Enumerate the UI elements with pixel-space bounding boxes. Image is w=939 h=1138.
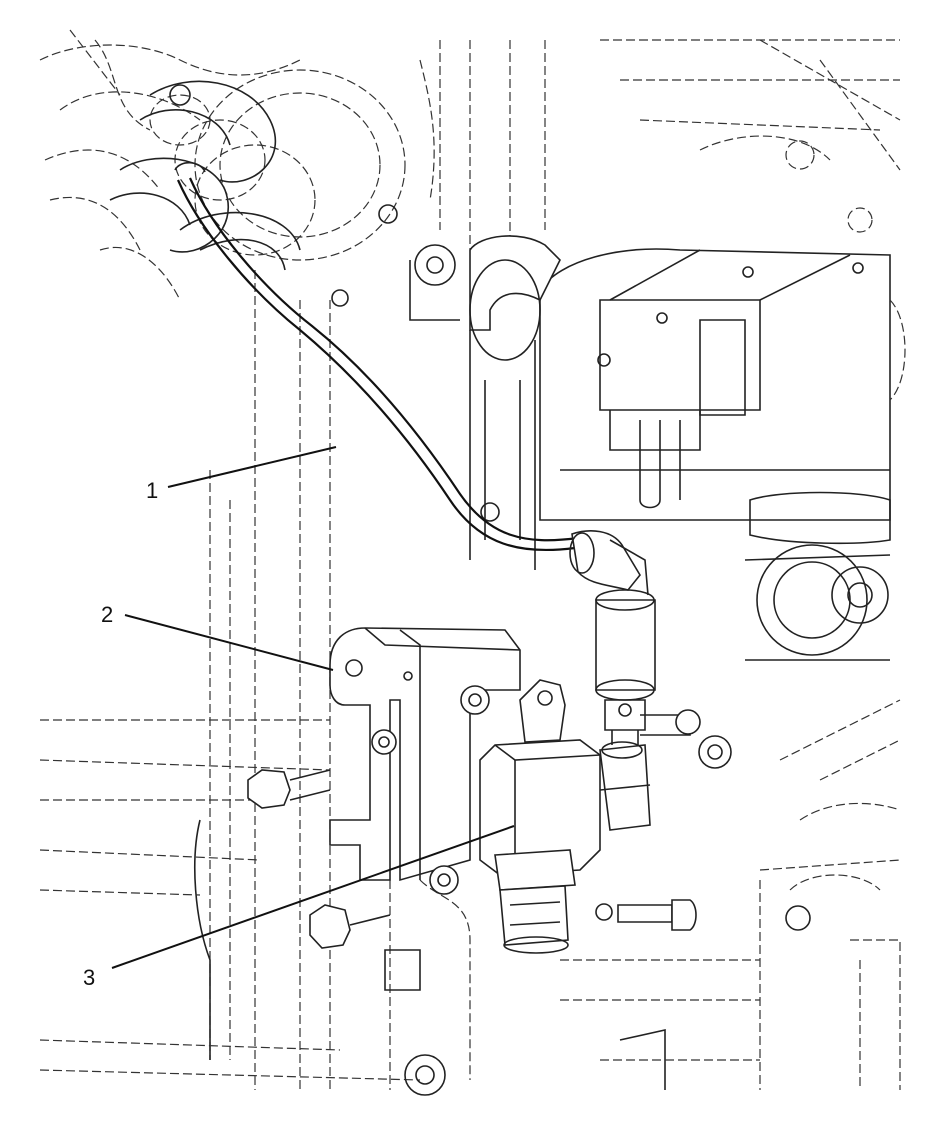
callout-1-leader [167,446,337,488]
callout-3-leader [111,825,515,969]
mounting-bracket [329,627,521,895]
pressure-sensor-body [595,589,656,745]
callout-3-label: 3 [83,965,95,990]
callout-1-label: 1 [146,478,158,503]
sensor-tube [174,161,649,596]
upper-right-bolts [640,709,732,769]
module-screw [595,899,697,931]
callout-leaders [111,446,515,969]
engine-background [39,29,906,1096]
callout-labels: 1 2 3 [83,478,158,990]
sensor-module [479,679,651,954]
callout-2-leader [124,614,334,671]
lower-bolt [309,904,391,949]
bracket-bolt [247,769,331,809]
callout-2-label: 2 [101,602,113,627]
